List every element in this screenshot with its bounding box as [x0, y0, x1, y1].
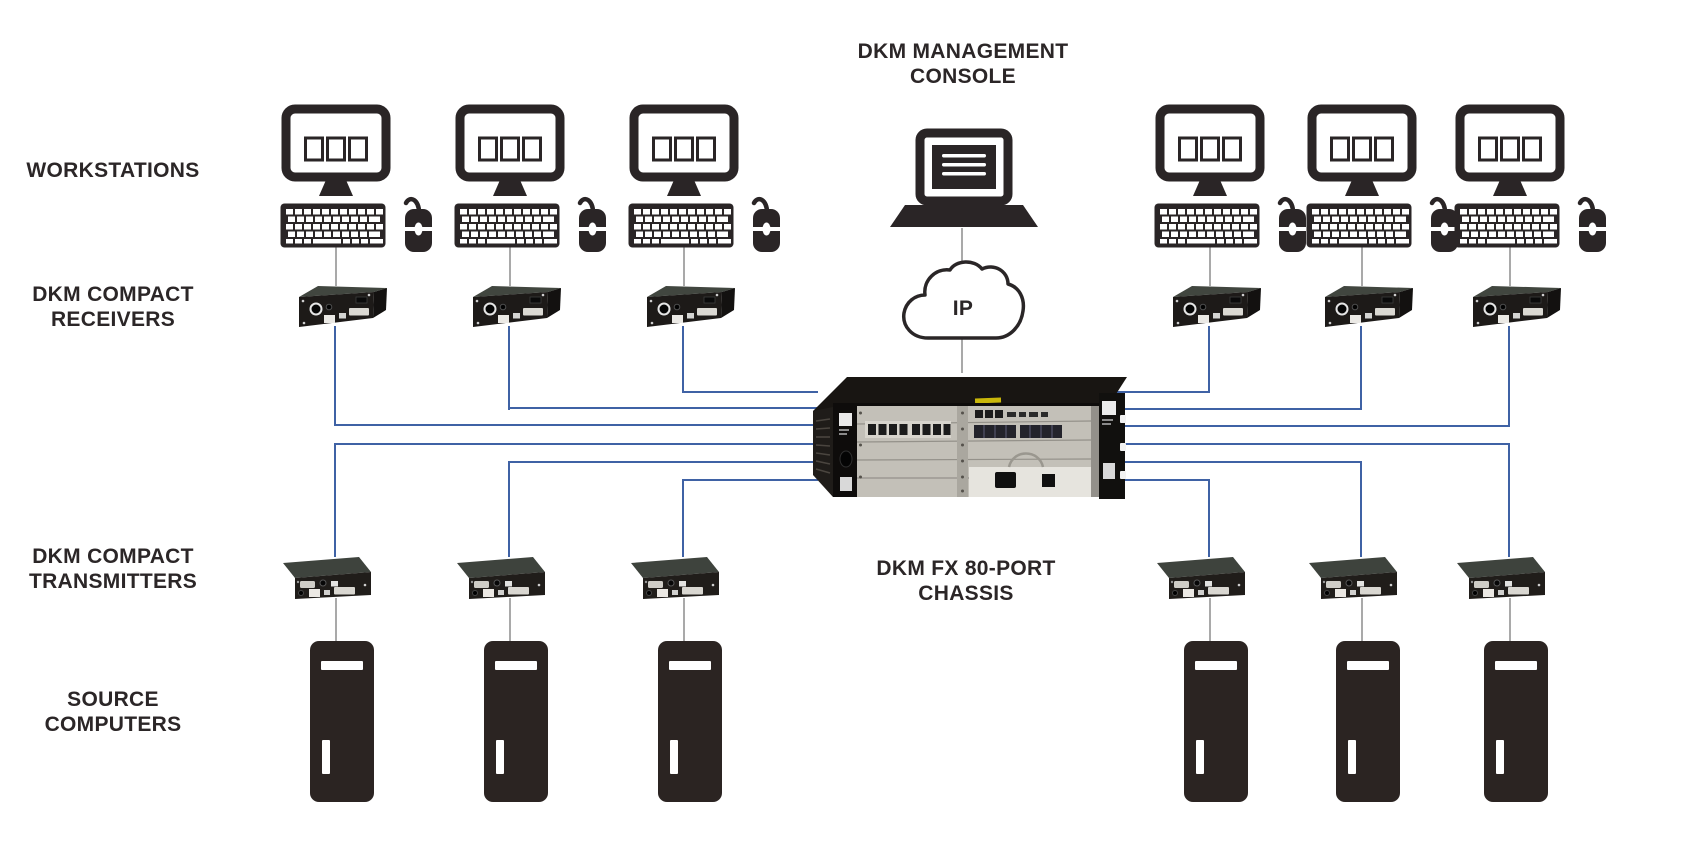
link-receiver-3-vertical	[682, 326, 684, 393]
cable-computer-1	[335, 598, 337, 642]
transmitter-unit-6	[1455, 555, 1547, 601]
transmitter-unit-1	[281, 555, 373, 601]
transmitter-unit-4	[1155, 555, 1247, 601]
link-transmitter-4-vertical	[1208, 479, 1210, 557]
cable-workstation-2	[509, 246, 511, 286]
source-computer-3	[657, 639, 723, 804]
cable-computer-5	[1361, 598, 1363, 642]
monitor-icon	[1455, 104, 1565, 196]
link-receiver-5-vertical	[1360, 326, 1362, 410]
source-computer-5	[1335, 639, 1401, 804]
transmitter-unit-5	[1307, 555, 1399, 601]
link-transmitter-5-vertical	[1360, 461, 1362, 557]
management-console-title: DKM MANAGEMENT CONSOLE	[857, 40, 1069, 88]
link-receiver-4-horizontal	[1112, 391, 1210, 393]
cable-workstation-4	[1209, 246, 1211, 286]
link-receiver-6-vertical	[1508, 326, 1510, 427]
mouse-icon	[572, 192, 612, 254]
source-computer-4	[1183, 639, 1249, 804]
receiver-unit-3	[640, 282, 736, 332]
chassis-label: DKM FX 80-PORT CHASSIS	[876, 557, 1056, 605]
monitor-icon	[1307, 104, 1417, 196]
mouse-icon	[398, 192, 438, 254]
cable-workstation-5	[1361, 246, 1363, 286]
row-label-receivers: DKM COMPACT RECEIVERS	[32, 283, 194, 331]
cable-computer-2	[509, 598, 511, 642]
link-receiver-5-horizontal	[1112, 408, 1362, 410]
row-label-source-computers: SOURCE COMPUTERS	[44, 688, 182, 736]
chassis-image	[799, 371, 1129, 503]
link-receiver-6-horizontal	[1112, 425, 1510, 427]
link-transmitter-2-vertical	[508, 461, 510, 557]
receiver-unit-5	[1318, 282, 1414, 332]
keyboard-icon	[1306, 203, 1412, 248]
monitor-icon	[281, 104, 391, 196]
ip-cloud-label: IP	[952, 297, 974, 320]
keyboard-icon	[1454, 203, 1560, 248]
row-label-workstations: WORKSTATIONS	[26, 159, 200, 182]
link-transmitter-1-horizontal	[334, 443, 818, 445]
receiver-unit-6	[1466, 282, 1562, 332]
keyboard-icon	[280, 203, 386, 248]
link-transmitter-6-horizontal	[1112, 443, 1510, 445]
mouse-icon	[746, 192, 786, 254]
monitor-icon	[455, 104, 565, 196]
link-receiver-3-horizontal	[682, 391, 818, 393]
keyboard-icon	[628, 203, 734, 248]
cable-workstation-3	[683, 246, 685, 286]
cable-computer-4	[1209, 598, 1211, 642]
link-receiver-1-vertical	[334, 326, 336, 426]
monitor-icon	[1155, 104, 1265, 196]
link-transmitter-5-horizontal	[1112, 461, 1362, 463]
source-computer-6	[1483, 639, 1549, 804]
link-receiver-2-horizontal	[508, 407, 818, 409]
link-transmitter-2-horizontal	[508, 461, 818, 463]
link-receiver-2-vertical	[508, 326, 510, 410]
link-receiver-4-vertical	[1208, 326, 1210, 393]
monitor-icon	[629, 104, 739, 196]
cable-computer-6	[1509, 598, 1511, 642]
cable-computer-3	[683, 598, 685, 642]
link-transmitter-6-vertical	[1508, 443, 1510, 557]
transmitter-unit-2	[455, 555, 547, 601]
link-receiver-1-horizontal	[334, 424, 818, 426]
mouse-icon	[1572, 192, 1612, 254]
row-label-transmitters: DKM COMPACT TRANSMITTERS	[28, 545, 198, 593]
link-transmitter-4-horizontal	[1112, 479, 1210, 481]
source-computer-2	[483, 639, 549, 804]
keyboard-icon	[454, 203, 560, 248]
source-computer-1	[309, 639, 375, 804]
receiver-unit-2	[466, 282, 562, 332]
receiver-unit-1	[292, 282, 388, 332]
transmitter-unit-3	[629, 555, 721, 601]
cable-workstation-6	[1509, 246, 1511, 286]
cable-workstation-1	[335, 246, 337, 286]
keyboard-icon	[1154, 203, 1260, 248]
laptop-icon	[888, 127, 1038, 231]
link-transmitter-1-vertical	[334, 443, 336, 557]
link-transmitter-3-vertical	[682, 479, 684, 557]
receiver-unit-4	[1166, 282, 1262, 332]
link-transmitter-3-horizontal	[682, 479, 818, 481]
